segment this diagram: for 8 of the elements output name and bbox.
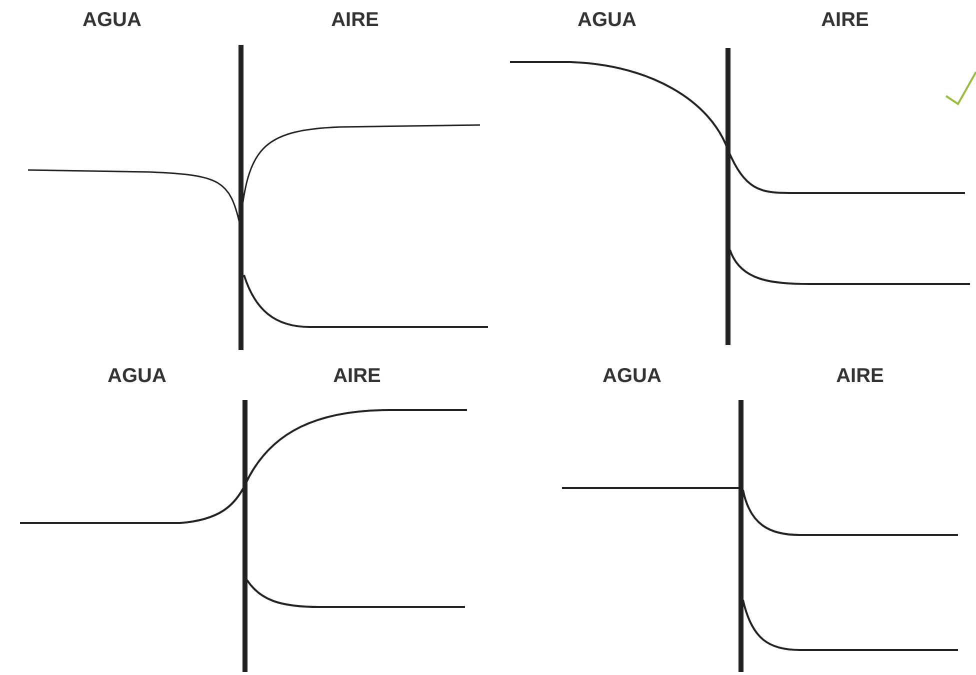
medium-label: AIRE bbox=[331, 10, 379, 30]
medium-label: AIRE bbox=[333, 366, 381, 386]
medium-label: AIRE bbox=[821, 10, 869, 30]
medium-label: AGUA bbox=[578, 10, 636, 30]
medium-label: AGUA bbox=[602, 366, 662, 386]
medium-label: AIRE bbox=[836, 366, 884, 386]
medium-label: AGUA bbox=[108, 366, 166, 386]
medium-label: AGUA bbox=[82, 10, 142, 30]
